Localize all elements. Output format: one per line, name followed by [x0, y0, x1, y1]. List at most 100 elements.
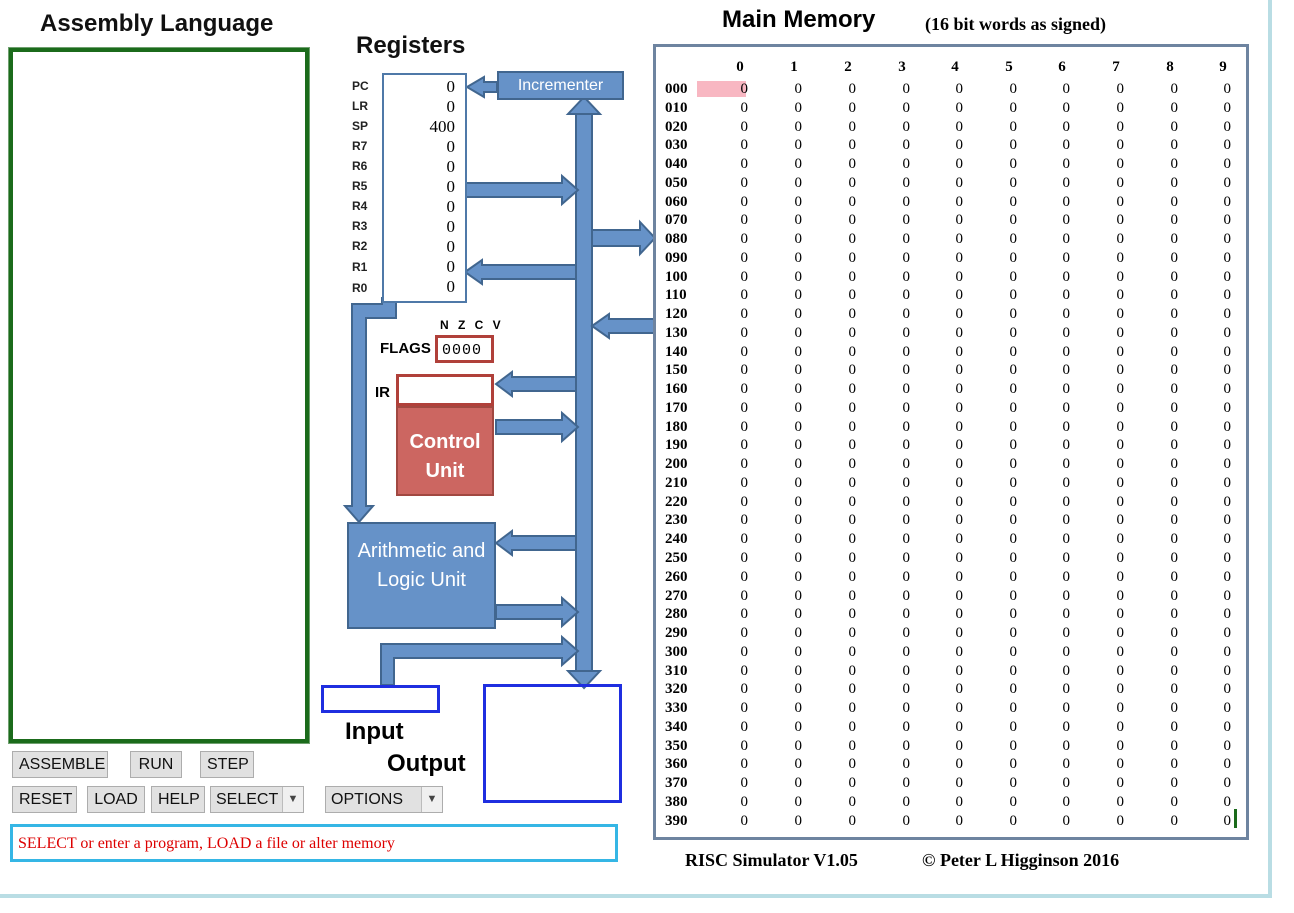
memory-cell[interactable]: 0: [902, 419, 911, 435]
memory-cell[interactable]: 0: [848, 287, 857, 303]
memory-cell[interactable]: 0: [794, 512, 803, 528]
memory-cell[interactable]: 0: [848, 475, 857, 491]
chevron-down-icon[interactable]: ▼: [282, 787, 303, 812]
memory-cell[interactable]: 0: [1223, 512, 1232, 528]
memory-cell[interactable]: 0: [1170, 306, 1179, 322]
memory-cell[interactable]: 0: [955, 531, 964, 547]
memory-cell[interactable]: 0: [1062, 756, 1071, 772]
memory-cell[interactable]: 0: [1223, 775, 1232, 791]
register-value-r1[interactable]: 0: [446, 257, 456, 276]
memory-cell[interactable]: 0: [848, 813, 857, 829]
memory-cell[interactable]: 0: [1223, 794, 1232, 810]
memory-cell[interactable]: 0: [848, 794, 857, 810]
memory-cell[interactable]: 0: [1116, 625, 1125, 641]
memory-cell[interactable]: 0: [794, 194, 803, 210]
memory-cell[interactable]: 0: [902, 81, 911, 97]
memory-cell[interactable]: 0: [1009, 269, 1018, 285]
memory-cell[interactable]: 0: [1062, 569, 1071, 585]
memory-cell[interactable]: 0: [1116, 494, 1125, 510]
memory-cell[interactable]: 0: [1009, 325, 1018, 341]
memory-cell[interactable]: 0: [848, 400, 857, 416]
memory-cell[interactable]: 0: [794, 100, 803, 116]
memory-cell[interactable]: 0: [1170, 269, 1179, 285]
memory-cell[interactable]: 0: [1116, 175, 1125, 191]
memory-cell[interactable]: 0: [1170, 475, 1179, 491]
register-value-r3[interactable]: 0: [446, 217, 456, 236]
memory-cell[interactable]: 0: [1116, 700, 1125, 716]
memory-cell[interactable]: 0: [740, 569, 749, 585]
memory-cell[interactable]: 0: [1062, 531, 1071, 547]
memory-cell[interactable]: 0: [794, 212, 803, 228]
memory-cell[interactable]: 0: [848, 381, 857, 397]
memory-cell[interactable]: 0: [1223, 588, 1232, 604]
memory-cell[interactable]: 0: [902, 700, 911, 716]
memory-cell[interactable]: 0: [902, 156, 911, 172]
memory-cell[interactable]: 0: [740, 625, 749, 641]
memory-cell[interactable]: 0: [955, 381, 964, 397]
memory-cell[interactable]: 0: [848, 250, 857, 266]
memory-cell[interactable]: 0: [1116, 588, 1125, 604]
memory-cell[interactable]: 0: [848, 456, 857, 472]
memory-cell[interactable]: 0: [794, 231, 803, 247]
chevron-down-icon[interactable]: ▼: [421, 787, 442, 812]
memory-cell[interactable]: 0: [848, 306, 857, 322]
memory-cell[interactable]: 0: [794, 119, 803, 135]
memory-cell[interactable]: 0: [1062, 194, 1071, 210]
memory-cell[interactable]: 0: [1116, 381, 1125, 397]
memory-cell[interactable]: 0: [1170, 794, 1179, 810]
memory-cell[interactable]: 0: [1062, 719, 1071, 735]
memory-cell[interactable]: 0: [902, 550, 911, 566]
memory-cell[interactable]: 0: [955, 813, 964, 829]
memory-cell[interactable]: 0: [955, 137, 964, 153]
memory-cell[interactable]: 0: [1170, 156, 1179, 172]
memory-cell[interactable]: 0: [740, 400, 749, 416]
memory-cell[interactable]: 0: [848, 588, 857, 604]
memory-cell[interactable]: 0: [1009, 250, 1018, 266]
memory-cell[interactable]: 0: [1116, 644, 1125, 660]
memory-cell[interactable]: 0: [1062, 400, 1071, 416]
memory-cell[interactable]: 0: [1223, 644, 1232, 660]
memory-cell[interactable]: 0: [902, 306, 911, 322]
memory-cell[interactable]: 0: [1170, 437, 1179, 453]
memory-cell[interactable]: 0: [1009, 362, 1018, 378]
register-value-r6[interactable]: 0: [446, 157, 456, 176]
memory-cell[interactable]: 0: [1223, 325, 1232, 341]
memory-cell[interactable]: 0: [1062, 456, 1071, 472]
memory-cell[interactable]: 0: [1062, 119, 1071, 135]
memory-cell[interactable]: 0: [1223, 269, 1232, 285]
memory-cell[interactable]: 0: [794, 325, 803, 341]
memory-cell[interactable]: 0: [1116, 81, 1125, 97]
memory-cell[interactable]: 0: [740, 775, 749, 791]
memory-cell[interactable]: 0: [740, 681, 749, 697]
memory-cell[interactable]: 0: [848, 269, 857, 285]
memory-cell[interactable]: 0: [848, 325, 857, 341]
memory-cell[interactable]: 0: [955, 475, 964, 491]
memory-cell[interactable]: 0: [848, 569, 857, 585]
memory-cell[interactable]: 0: [955, 81, 964, 97]
memory-cell[interactable]: 0: [902, 644, 911, 660]
memory-cell[interactable]: 0: [794, 456, 803, 472]
memory-cell[interactable]: 0: [794, 475, 803, 491]
memory-cell[interactable]: 0: [1223, 250, 1232, 266]
memory-cell[interactable]: 0: [794, 437, 803, 453]
memory-cell[interactable]: 0: [1009, 588, 1018, 604]
memory-cell[interactable]: 0: [1223, 719, 1232, 735]
memory-cell[interactable]: 0: [1116, 119, 1125, 135]
memory-cell[interactable]: 0: [1170, 644, 1179, 660]
memory-cell[interactable]: 0: [955, 681, 964, 697]
memory-cell[interactable]: 0: [794, 269, 803, 285]
memory-cell[interactable]: 0: [1223, 381, 1232, 397]
memory-cell[interactable]: 0: [955, 419, 964, 435]
memory-cell[interactable]: 0: [740, 287, 749, 303]
memory-cell[interactable]: 0: [1009, 212, 1018, 228]
memory-cell[interactable]: 0: [902, 137, 911, 153]
memory-cell[interactable]: 0: [955, 344, 964, 360]
memory-cell[interactable]: 0: [955, 569, 964, 585]
memory-cell[interactable]: 0: [902, 287, 911, 303]
memory-cell[interactable]: 0: [1062, 644, 1071, 660]
memory-cell[interactable]: 0: [955, 287, 964, 303]
memory-cell[interactable]: 0: [740, 813, 749, 829]
memory-cell[interactable]: 0: [848, 231, 857, 247]
memory-cell[interactable]: 0: [902, 231, 911, 247]
memory-cell[interactable]: 0: [794, 813, 803, 829]
